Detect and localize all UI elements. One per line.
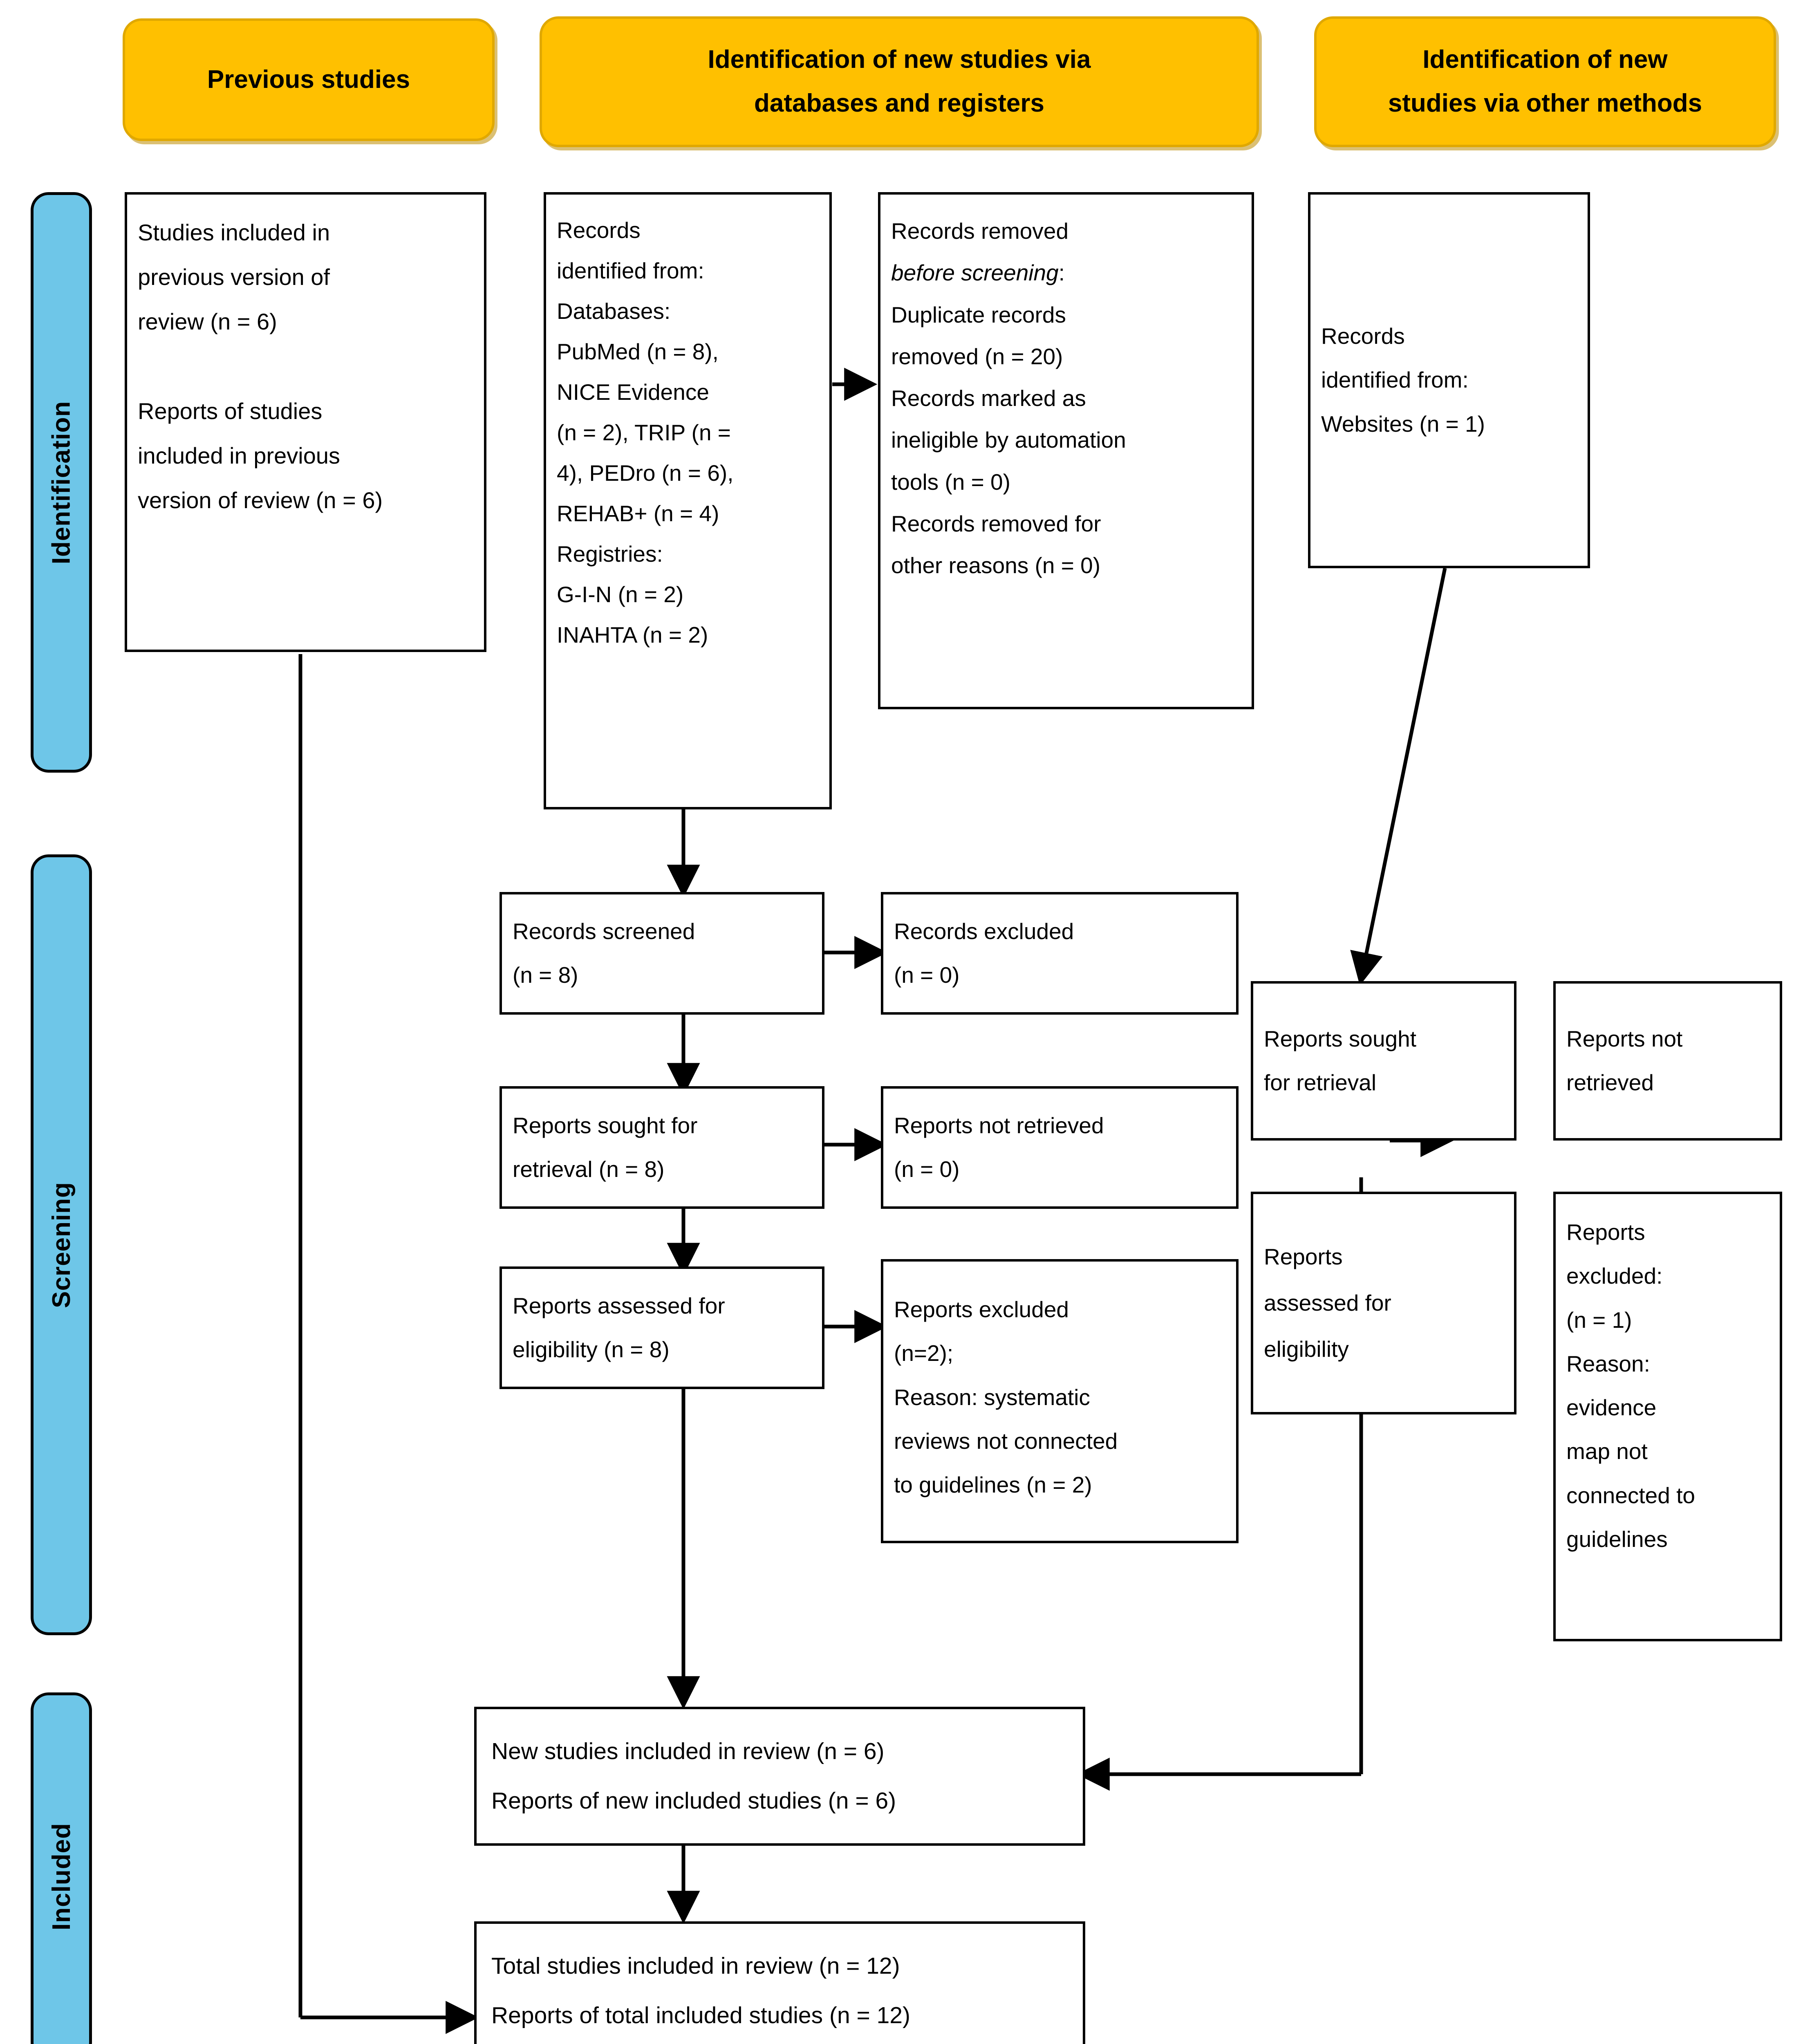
box-reports-assessed: Reports assessed for eligibility (n = 8) xyxy=(499,1266,824,1389)
new-studies-included-line-1: New studies included in review (n = 6) xyxy=(491,1738,885,1764)
stage-label-included: Included xyxy=(47,1822,76,1930)
reports-excluded-other-line-8: guidelines xyxy=(1566,1526,1668,1552)
reports-not-retrieved-other-line-2: retrieved xyxy=(1566,1070,1654,1095)
banner-previous-studies: Previous studies xyxy=(123,18,495,141)
box-records-removed: Records removed before screening: Duplic… xyxy=(878,192,1254,709)
reports-sought-other-line-1: Reports sought xyxy=(1264,1026,1416,1051)
records-excluded-line-2: (n = 0) xyxy=(894,962,960,988)
banner-identification-other-line-1: Identification of new xyxy=(1422,45,1668,74)
records-identified-line-7: 4), PEDro (n = 6), xyxy=(557,460,734,486)
reports-assessed-other-line-3: eligibility xyxy=(1264,1336,1349,1362)
stage-label-screening: Screening xyxy=(47,1181,76,1308)
reports-not-retrieved-line-1: Reports not retrieved xyxy=(894,1112,1104,1138)
records-identified-other-line-3: Websites (n = 1) xyxy=(1321,411,1485,437)
box-reports-sought-other: Reports sought for retrieval xyxy=(1251,981,1516,1141)
previous-included-line-4: Reports of studies xyxy=(138,398,323,424)
records-removed-line-4: removed (n = 20) xyxy=(891,343,1063,369)
reports-excluded-line-3: Reason: systematic xyxy=(894,1384,1090,1410)
reports-excluded-other-line-6: map not xyxy=(1566,1439,1648,1464)
banner-identification-other: Identification of new studies via other … xyxy=(1314,16,1776,147)
reports-excluded-other-line-3: (n = 1) xyxy=(1566,1307,1632,1333)
records-identified-other-line-2: identified from: xyxy=(1321,367,1469,393)
records-screened-line-1: Records screened xyxy=(513,918,695,944)
reports-excluded-other-line-7: connected to xyxy=(1566,1482,1695,1508)
box-records-identified: Records identified from: Databases: PubM… xyxy=(544,192,832,809)
records-identified-line-9: Registries: xyxy=(557,541,663,567)
box-reports-sought: Reports sought for retrieval (n = 8) xyxy=(499,1086,824,1209)
records-removed-line-9: other reasons (n = 0) xyxy=(891,553,1101,578)
records-excluded-line-1: Records excluded xyxy=(894,918,1074,944)
records-removed-line-6: ineligible by automation xyxy=(891,427,1126,453)
records-screened-line-2: (n = 8) xyxy=(513,962,578,988)
previous-included-line-1: Studies included in xyxy=(138,220,330,245)
box-reports-excluded-other: Reports excluded: (n = 1) Reason: eviden… xyxy=(1553,1192,1782,1641)
stage-bar-identification: Identification xyxy=(31,192,92,773)
records-removed-line-1: Records removed xyxy=(891,218,1069,244)
reports-not-retrieved-line-2: (n = 0) xyxy=(894,1156,960,1182)
total-studies-included-line-2: Reports of total included studies (n = 1… xyxy=(491,2002,910,2028)
reports-assessed-line-2: eligibility (n = 8) xyxy=(513,1337,670,1362)
reports-excluded-line-1: Reports excluded xyxy=(894,1297,1069,1322)
banner-identification-other-line-2: studies via other methods xyxy=(1388,89,1702,117)
reports-assessed-other-line-2: assessed for xyxy=(1264,1290,1391,1316)
reports-sought-other-line-2: for retrieval xyxy=(1264,1070,1377,1095)
stage-bar-included: Included xyxy=(31,1692,92,2044)
records-identified-line-6: (n = 2), TRIP (n = xyxy=(557,420,731,445)
records-removed-line-3: Duplicate records xyxy=(891,302,1066,327)
reports-excluded-other-line-5: evidence xyxy=(1566,1395,1657,1420)
records-identified-line-8: REHAB+ (n = 4) xyxy=(557,501,719,526)
new-studies-included-line-2: Reports of new included studies (n = 6) xyxy=(491,1788,896,1814)
reports-excluded-other-line-1: Reports xyxy=(1566,1219,1645,1245)
banner-previous-studies-line-1: Previous studies xyxy=(207,65,410,94)
box-reports-assessed-other: Reports assessed for eligibility xyxy=(1251,1192,1516,1414)
previous-included-line-2: previous version of xyxy=(138,264,330,290)
box-records-excluded: Records excluded (n = 0) xyxy=(881,892,1239,1015)
banner-identification-databases: Identification of new studies via databa… xyxy=(540,16,1259,147)
records-removed-line-5: Records marked as xyxy=(891,385,1086,411)
records-identified-line-4: PubMed (n = 8), xyxy=(557,339,719,364)
reports-excluded-line-5: to guidelines (n = 2) xyxy=(894,1472,1092,1497)
reports-excluded-line-4: reviews not connected xyxy=(894,1428,1118,1454)
records-removed-italic: before screening xyxy=(891,260,1059,286)
box-new-studies-included: New studies included in review (n = 6) R… xyxy=(474,1707,1085,1846)
stage-bar-screening: Screening xyxy=(31,854,92,1635)
box-records-screened: Records screened (n = 8) xyxy=(499,892,824,1015)
banner-identification-databases-line-2: databases and registers xyxy=(754,89,1044,117)
reports-excluded-other-line-4: Reason: xyxy=(1566,1351,1650,1376)
records-identified-other-line-1: Records xyxy=(1321,323,1405,349)
reports-sought-line-2: retrieval (n = 8) xyxy=(513,1156,665,1182)
reports-sought-line-1: Reports sought for xyxy=(513,1112,698,1138)
stage-label-identification: Identification xyxy=(47,401,76,564)
records-identified-line-2: identified from: xyxy=(557,258,704,283)
reports-not-retrieved-other-line-1: Reports not xyxy=(1566,1026,1683,1051)
box-reports-not-retrieved: Reports not retrieved (n = 0) xyxy=(881,1086,1239,1209)
records-identified-line-11: INAHTA (n = 2) xyxy=(557,622,708,648)
reports-excluded-other-line-2: excluded: xyxy=(1566,1263,1663,1289)
previous-included-line-5: included in previous xyxy=(138,442,340,468)
records-identified-line-5: NICE Evidence xyxy=(557,379,709,405)
previous-included-line-3: review (n = 6) xyxy=(138,309,277,335)
records-identified-line-1: Records xyxy=(557,217,641,243)
records-removed-line-2: before screening: xyxy=(891,252,1241,294)
banner-identification-databases-line-1: Identification of new studies via xyxy=(708,45,1091,74)
box-reports-not-retrieved-other: Reports not retrieved xyxy=(1553,981,1782,1141)
reports-assessed-line-1: Reports assessed for xyxy=(513,1293,725,1318)
previous-included-line-6: version of review (n = 6) xyxy=(138,487,383,513)
records-removed-line-7: tools (n = 0) xyxy=(891,469,1010,495)
total-studies-included-line-1: Total studies included in review (n = 12… xyxy=(491,1953,900,1979)
records-removed-line-8: Records removed for xyxy=(891,511,1101,537)
reports-excluded-line-2: (n=2); xyxy=(894,1340,954,1366)
records-identified-line-3: Databases: xyxy=(557,298,671,324)
records-identified-line-10: G-I-N (n = 2) xyxy=(557,582,684,607)
box-total-studies-included: Total studies included in review (n = 12… xyxy=(474,1921,1085,2044)
reports-assessed-other-line-1: Reports xyxy=(1264,1244,1343,1270)
records-removed-colon: : xyxy=(1058,260,1065,286)
box-records-identified-other: Records identified from: Websites (n = 1… xyxy=(1308,192,1590,568)
box-reports-excluded: Reports excluded (n=2); Reason: systemat… xyxy=(881,1259,1239,1543)
box-previous-included: Studies included in previous version of … xyxy=(125,192,486,652)
previous-included-spacer xyxy=(138,344,473,389)
